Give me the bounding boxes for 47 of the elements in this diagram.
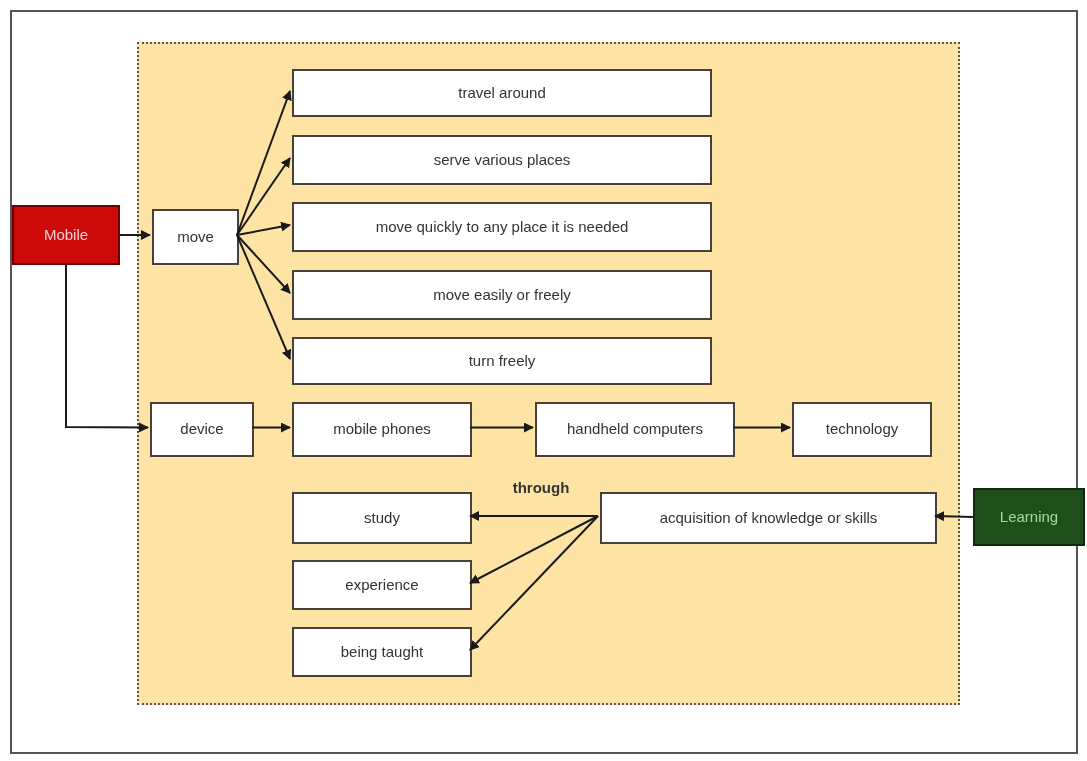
node-label: mobile phones	[332, 420, 432, 439]
arrow	[236, 90, 292, 236]
concept-box	[535, 402, 735, 457]
node-label: move	[176, 227, 215, 247]
node-label: turn freely	[467, 351, 537, 371]
node-label: travel around	[457, 83, 547, 103]
arrow	[469, 511, 599, 521]
node-label: move quickly to any place it is needed	[374, 217, 630, 237]
node-label: acquisition of knowledge or skills	[658, 508, 879, 528]
node-label: serve various places	[432, 150, 572, 170]
arrow	[469, 515, 599, 651]
node-label: device	[179, 420, 225, 439]
arrow	[934, 511, 974, 522]
concept-box	[292, 560, 472, 610]
arrow	[469, 422, 534, 433]
concept-box	[292, 492, 472, 544]
node-label: Learning	[998, 507, 1060, 527]
node-label: experience	[344, 575, 420, 595]
arrow	[469, 515, 599, 584]
category-box	[12, 205, 120, 265]
concept-box	[292, 337, 712, 385]
concept-box	[150, 402, 254, 457]
node-label: technology	[824, 420, 900, 439]
node-label: being taught	[339, 642, 425, 662]
concept-box	[292, 270, 712, 320]
node-label: handheld computers	[566, 420, 704, 439]
dotted-group-area	[137, 42, 960, 705]
concept-box	[292, 402, 472, 457]
node-label: Mobile	[42, 225, 90, 245]
concept-box	[292, 69, 712, 117]
concept-box	[292, 202, 712, 252]
arrow	[251, 422, 291, 433]
concept-box	[600, 492, 937, 544]
arrow	[236, 234, 292, 360]
arrow	[236, 234, 291, 294]
arrow	[119, 230, 151, 240]
node-label: study	[363, 508, 401, 528]
arrow	[732, 422, 791, 433]
arrow	[236, 221, 291, 236]
node-label: move easily or freely	[432, 285, 572, 305]
arrow	[65, 264, 149, 433]
category-box	[973, 488, 1085, 546]
concept-box	[292, 135, 712, 185]
arrow	[236, 157, 291, 236]
concept-box	[792, 402, 932, 457]
concept-box	[292, 627, 472, 677]
concept-box	[152, 209, 239, 265]
